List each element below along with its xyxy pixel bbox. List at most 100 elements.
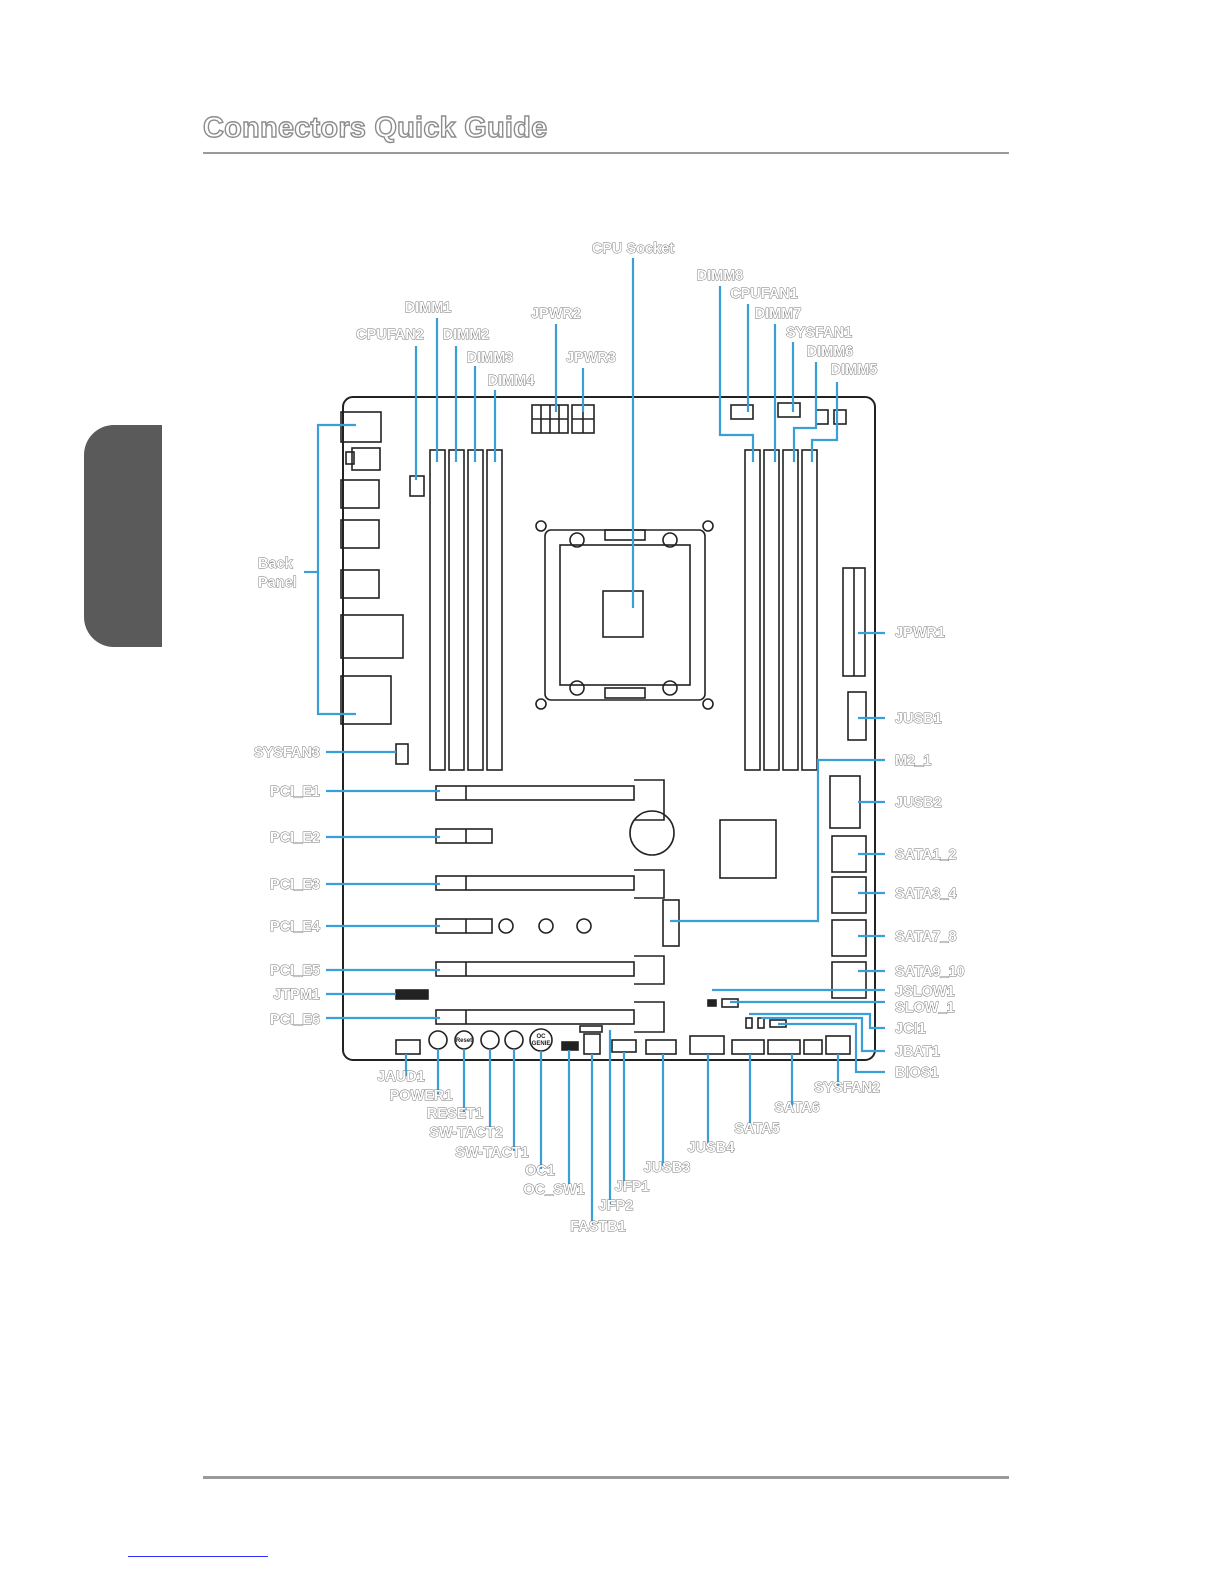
label-sysfan3: SYSFAN3 bbox=[254, 745, 320, 761]
leader-lines bbox=[304, 258, 885, 1224]
sata9-10-connector bbox=[831, 961, 867, 999]
label-jpwr2: JPWR2 bbox=[531, 306, 581, 322]
label-jusb1: JUSB1 bbox=[895, 711, 942, 727]
label-oc-sw1: OC_SW1 bbox=[523, 1182, 584, 1198]
label-cpu-socket: CPU Socket bbox=[592, 241, 674, 257]
label-dimm5: DIMM5 bbox=[831, 362, 878, 378]
sata6-connector bbox=[767, 1039, 801, 1055]
label-back: Back bbox=[258, 556, 294, 572]
label-sata5: SATA5 bbox=[734, 1121, 779, 1137]
label-dimm7: DIMM7 bbox=[755, 306, 802, 322]
back-panel-ports bbox=[340, 411, 404, 725]
top-right-blocks bbox=[815, 409, 847, 425]
dimm-slots-left bbox=[429, 449, 503, 771]
page-title: Connectors Quick Guide bbox=[202, 111, 548, 144]
jbat1-jumper bbox=[757, 1017, 765, 1029]
label-pci-e3: PCI_E3 bbox=[270, 877, 320, 893]
chapter-tab bbox=[84, 425, 162, 647]
label-dimm2: DIMM2 bbox=[443, 327, 490, 343]
label-sw-tact1: SW-TACT1 bbox=[455, 1145, 529, 1161]
footer-link-underline bbox=[128, 1556, 268, 1557]
pcie-slots bbox=[435, 779, 665, 1033]
label-pci-e1: PCI_E1 bbox=[270, 784, 320, 800]
label-dimm1: DIMM1 bbox=[405, 300, 452, 316]
motherboard-layout bbox=[340, 396, 876, 1061]
label-jusb3: JUSB3 bbox=[644, 1160, 691, 1176]
label-pci-e5: PCI_E5 bbox=[270, 963, 320, 979]
title-rule bbox=[203, 152, 1009, 154]
jpwr1-connector bbox=[842, 567, 866, 677]
label-bios1: BIOS1 bbox=[895, 1065, 939, 1081]
sw-tact1-button bbox=[504, 1030, 524, 1050]
genie-mark: GENIE bbox=[532, 1041, 551, 1047]
jfp2-header bbox=[579, 1025, 603, 1033]
label-dimm4: DIMM4 bbox=[488, 373, 535, 389]
label-fastb1: FASTB1 bbox=[570, 1219, 626, 1235]
jusb3-header bbox=[645, 1039, 677, 1055]
label-sata7-8: SATA7_8 bbox=[895, 929, 957, 945]
sata3-4-connector bbox=[831, 876, 867, 914]
label-dimm8: DIMM8 bbox=[697, 268, 744, 284]
label-sw-tact2: SW-TACT2 bbox=[429, 1125, 503, 1141]
label-oc1: OC1 bbox=[525, 1163, 555, 1179]
chipset bbox=[719, 819, 777, 879]
label-reset1: RESET1 bbox=[427, 1106, 483, 1122]
reset-mark: Reset bbox=[456, 1038, 472, 1044]
jfp1-header bbox=[611, 1039, 637, 1053]
label-sata6: SATA6 bbox=[774, 1100, 819, 1116]
label-power1: POWER1 bbox=[390, 1088, 453, 1104]
jusb4-header bbox=[689, 1035, 725, 1055]
oc-sw1-switch bbox=[561, 1041, 579, 1051]
cmos-battery bbox=[629, 810, 675, 856]
label-cpufan1: CPUFAN1 bbox=[730, 286, 798, 302]
jtpm1-header bbox=[395, 989, 429, 1000]
cpu-socket bbox=[535, 520, 714, 710]
label-pci-e4: PCI_E4 bbox=[270, 919, 320, 935]
label-jfp1: JFP1 bbox=[615, 1179, 650, 1195]
label-dimm3: DIMM3 bbox=[467, 350, 514, 366]
label-jbat1: JBAT1 bbox=[895, 1044, 940, 1060]
label-jusb2: JUSB2 bbox=[895, 795, 942, 811]
power-button bbox=[428, 1030, 448, 1050]
label-jtpm1: JTPM1 bbox=[273, 987, 320, 1003]
cpufan1-header bbox=[730, 404, 754, 420]
jaud1-header bbox=[395, 1039, 421, 1055]
label-dimm6: DIMM6 bbox=[807, 344, 854, 360]
label-sysfan2: SYSFAN2 bbox=[814, 1080, 880, 1096]
label-jaud1: JAUD1 bbox=[377, 1069, 425, 1085]
label-cpufan2: CPUFAN2 bbox=[356, 327, 424, 343]
dimm-slots-right bbox=[744, 449, 818, 771]
label-sata1-2: SATA1_2 bbox=[895, 847, 957, 863]
jci1-header bbox=[745, 1017, 753, 1029]
fastb1-button bbox=[583, 1033, 601, 1055]
m2-slot bbox=[662, 899, 680, 947]
label-slow-1: SLOW_1 bbox=[895, 1000, 955, 1016]
label-jslow1: JSLOW1 bbox=[895, 984, 955, 1000]
label-jpwr3: JPWR3 bbox=[566, 350, 616, 366]
sata7-8-connector bbox=[831, 919, 867, 957]
label-jpwr1: JPWR1 bbox=[895, 625, 945, 641]
label-sata9-10: SATA9_10 bbox=[895, 964, 965, 980]
sysfan1-header bbox=[777, 402, 801, 418]
label-jfp2: JFP2 bbox=[599, 1198, 634, 1214]
jpwr2-connector bbox=[531, 404, 569, 434]
sw-tact2-button bbox=[480, 1030, 500, 1050]
jusb1-header bbox=[847, 691, 867, 741]
label-sata3-4: SATA3_4 bbox=[895, 886, 957, 902]
footer-rule bbox=[203, 1476, 1009, 1479]
bottom-connector bbox=[803, 1039, 823, 1055]
label-panel: Panel bbox=[258, 575, 297, 591]
sysfan3-header bbox=[395, 743, 409, 765]
label-sysfan1: SYSFAN1 bbox=[786, 325, 852, 341]
label-pci-e6: PCI_E6 bbox=[270, 1012, 320, 1028]
label-jusb4: JUSB4 bbox=[688, 1140, 735, 1156]
label-m2-1: M2_1 bbox=[895, 753, 931, 769]
oc-mark: OC bbox=[537, 1034, 547, 1040]
label-jci1: JCI1 bbox=[895, 1021, 926, 1037]
label-pci-e2: PCI_E2 bbox=[270, 830, 320, 846]
oc-genie-button bbox=[529, 1028, 553, 1052]
jslow1-jumper bbox=[707, 999, 717, 1007]
jusb2-connector bbox=[829, 775, 861, 829]
sysfan2-header bbox=[825, 1035, 851, 1055]
